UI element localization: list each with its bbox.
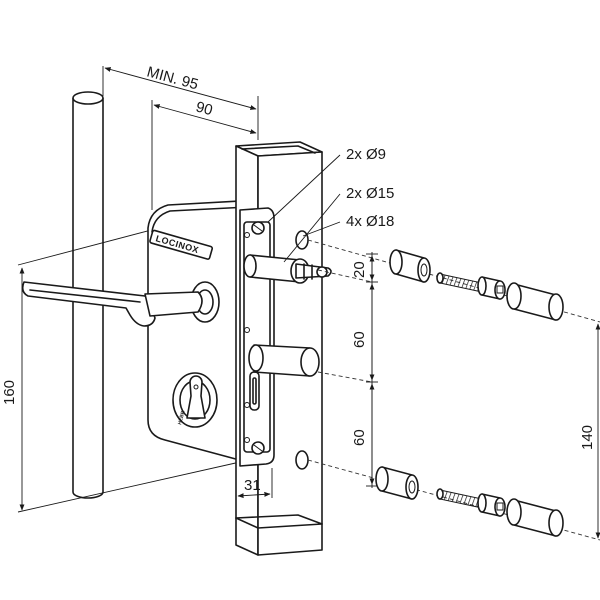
fastener-set-upper — [389, 249, 564, 321]
label-2x-d9: 2x Ø9 — [346, 146, 386, 163]
plate-screw-top — [251, 221, 265, 235]
cylinder-brand-text: HEBR — [177, 410, 187, 426]
dimension-90-label: 90 — [194, 98, 215, 119]
bushing-upper-left — [389, 249, 431, 283]
dimension-min-95-label: MIN. 95 — [145, 63, 200, 93]
label-2x-d15: 2x Ø15 — [346, 185, 394, 202]
dimension-160-label: 160 — [1, 380, 18, 405]
bushing-lower-right — [506, 498, 564, 537]
latch-bolt — [243, 254, 332, 284]
dimension-vertical-stack: 20 60 60 — [351, 252, 378, 488]
threaded-bolt-lower — [436, 488, 506, 517]
leader-lines — [267, 154, 341, 263]
dead-bolt — [248, 344, 320, 377]
dimension-140: 140 — [579, 323, 600, 539]
bushing-lower-left — [375, 466, 419, 500]
dimension-31-label: 31 — [244, 477, 261, 494]
label-4x-d18: 4x Ø18 — [346, 213, 394, 230]
plate-screw-bottom — [251, 441, 265, 455]
dimension-min-95: MIN. 95 — [102, 63, 259, 140]
mounting-plate — [239, 207, 275, 467]
dimension-140-label: 140 — [579, 425, 596, 450]
hole-lower-face — [295, 450, 309, 470]
fastener-set-lower — [375, 466, 564, 537]
bushing-upper-right — [506, 282, 564, 321]
dimension-31: 31 — [235, 468, 273, 500]
door-handle — [21, 281, 220, 327]
dimension-60-upper-label: 60 — [351, 331, 368, 348]
lock-cylinder: HEBR — [172, 372, 218, 428]
dimension-20-label: 20 — [351, 261, 368, 278]
threaded-bolt-upper — [436, 272, 506, 300]
dimension-90: 90 — [151, 98, 257, 210]
dimension-60-lower-label: 60 — [351, 429, 368, 446]
